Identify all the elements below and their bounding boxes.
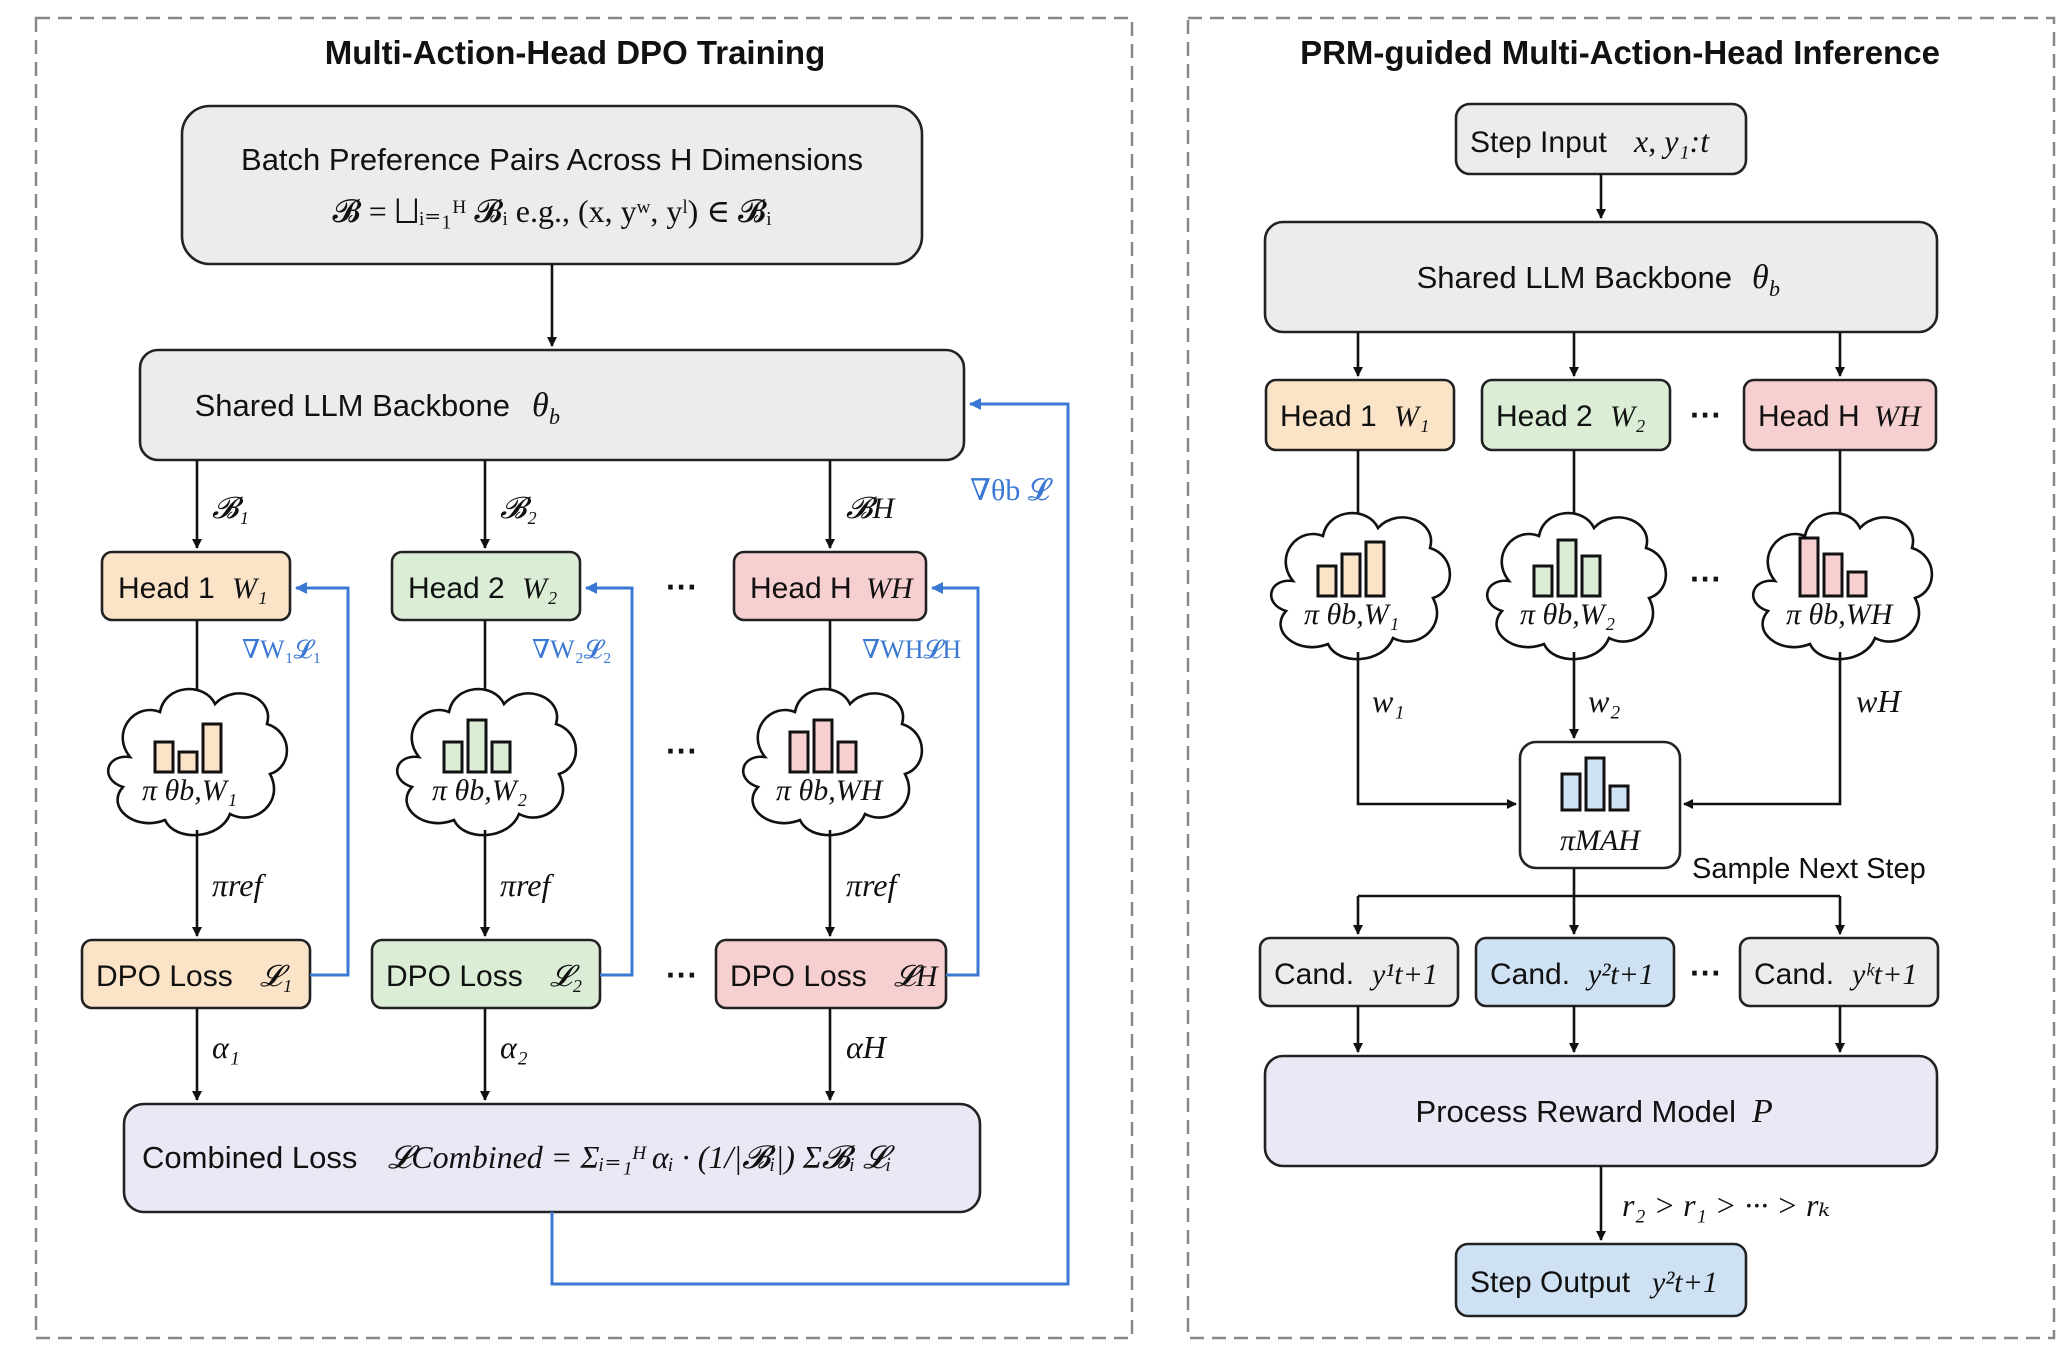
right-backbone-theta-sub: b xyxy=(1769,276,1780,301)
left-heads-ellipsis: ··· xyxy=(666,569,698,605)
mah-bar-2 xyxy=(1584,756,1606,812)
batch-1-label: 𝓑₁ xyxy=(212,492,249,525)
left-backbone-box xyxy=(138,348,966,462)
alpha-h: αH xyxy=(846,1029,888,1065)
candidate-2-label: Cand. xyxy=(1490,958,1570,991)
step-input-label: Step Input xyxy=(1470,126,1607,159)
sample-next-step-label: Sample Next Step xyxy=(1692,853,1926,885)
candidate-k-label: Cand. xyxy=(1754,958,1834,991)
left-backbone-theta: θ xyxy=(532,387,549,424)
right-head-1-w: W₁ xyxy=(1394,400,1429,433)
right-clouds-ellipsis: ··· xyxy=(1690,561,1722,597)
left-head-h-w: WH xyxy=(866,572,915,605)
weight-h: wH xyxy=(1856,683,1902,719)
right-head-1-label: Head 1 xyxy=(1280,400,1377,433)
prm-label: Process Reward Model xyxy=(1416,1094,1736,1129)
dpo-loss-2-label: DPO Loss xyxy=(386,960,523,993)
left-panel-title: Multi-Action-Head DPO Training xyxy=(325,34,826,71)
left-head-2-label: Head 2 xyxy=(408,572,505,605)
reward-ranking: r₂ > r₁ > ··· > rₖ xyxy=(1622,1187,1830,1223)
left-losses-ellipsis: ··· xyxy=(666,957,698,993)
pi-ref-2: πref xyxy=(500,867,555,903)
grad-path-head-h xyxy=(931,582,980,977)
batch-2-label: 𝓑₂ xyxy=(500,492,537,525)
left-panel-border xyxy=(34,16,1134,1340)
candidates-ellipsis: ··· xyxy=(1690,955,1722,991)
mah-bar-3 xyxy=(1608,784,1630,812)
grad-backbone-label: ∇θb 𝓛 xyxy=(970,474,1053,507)
pi-ref-1: πref xyxy=(212,867,267,903)
right-head-2-label: Head 2 xyxy=(1496,400,1593,433)
left-policy-2-label: π θb,W₂ xyxy=(432,774,527,807)
candidate-1-label: Cand. xyxy=(1274,958,1354,991)
right-head-h-label: Head H xyxy=(1758,400,1860,433)
left-backbone-theta-sub: b xyxy=(549,404,560,429)
left-head-2-w: W₂ xyxy=(522,572,557,605)
dpo-loss-1-label: DPO Loss xyxy=(96,960,233,993)
pi-ref-h: πref xyxy=(846,867,901,903)
right-head-2-w: W₂ xyxy=(1610,400,1645,433)
grad-path-head-1 xyxy=(295,582,350,977)
right-panel-title: PRM-guided Multi-Action-Head Inference xyxy=(1300,34,1940,71)
right-panel-border xyxy=(1186,16,2056,1340)
right-backbone-label: Shared LLM Backbone xyxy=(1417,260,1732,295)
step-output-sym: y²t+1 xyxy=(1649,1266,1718,1299)
combined-loss-formula: 𝓛Combined = Σᵢ₌₁ᴴ αᵢ · (1/|𝓑ᵢ|) Σ𝓑ᵢ 𝓛ᵢ xyxy=(388,1139,895,1175)
weight-1: w₁ xyxy=(1372,683,1404,719)
right-policy-1-label: π θb,W₁ xyxy=(1304,598,1399,631)
right-head-1-box xyxy=(1264,378,1456,452)
left-policy-cloud-2 xyxy=(395,687,578,837)
alpha-2: α₂ xyxy=(500,1029,528,1065)
candidate-2-sym: y²t+1 xyxy=(1585,958,1654,991)
right-policy-cloud-1 xyxy=(1269,511,1452,661)
batch-preference-box xyxy=(180,104,924,266)
grad-path-backbone xyxy=(550,398,1070,1286)
left-policy-cloud-1 xyxy=(106,687,289,837)
dpo-loss-h-label: DPO Loss xyxy=(730,960,867,993)
right-policy-cloud-2 xyxy=(1485,511,1668,661)
right-head-2-box xyxy=(1480,378,1672,452)
combined-loss-label: Combined Loss xyxy=(142,1140,357,1175)
dpo-loss-h-sym: 𝓛H xyxy=(894,960,940,993)
prm-sym: P xyxy=(1751,1093,1773,1130)
left-clouds-ellipsis: ··· xyxy=(666,733,698,769)
arrow-w1-mah xyxy=(1356,652,1517,809)
right-backbone-theta: θ xyxy=(1752,259,1769,296)
dpo-loss-2-sym: 𝓛₂ xyxy=(550,960,582,993)
right-policy-h-label: π θb,WH xyxy=(1786,598,1895,631)
left-policy-h-label: π θb,WH xyxy=(776,774,885,807)
arrow-wh-mah xyxy=(1683,652,1842,809)
mah-label: πMAH xyxy=(1560,824,1642,857)
left-backbone-label: Shared LLM Backbone xyxy=(195,388,510,423)
batch-formula: 𝓑 = ⨆ᵢ₌₁ᴴ 𝓑ᵢ e.g., (x, yʷ, yˡ) ∈ 𝓑ᵢ xyxy=(333,193,772,229)
right-policy-cloud-h xyxy=(1751,511,1934,661)
step-output-box xyxy=(1454,1242,1748,1318)
grad-head-1: ∇W₁𝓛₁ xyxy=(242,635,322,664)
batch-h-label: 𝓑H xyxy=(846,492,896,525)
candidate-k-sym: yᵏt+1 xyxy=(1849,958,1917,991)
grad-head-2: ∇W₂𝓛₂ xyxy=(532,635,612,664)
weight-2: w₂ xyxy=(1588,683,1620,719)
candidate-1-sym: y¹t+1 xyxy=(1369,958,1438,991)
left-head-1-label: Head 1 xyxy=(118,572,215,605)
step-input-sym: x, y₁:t xyxy=(1633,123,1710,159)
dpo-loss-1-sym: 𝓛₁ xyxy=(260,960,292,993)
right-heads-ellipsis: ··· xyxy=(1690,397,1722,433)
right-policy-2-label: π θb,W₂ xyxy=(1520,598,1615,631)
grad-path-head-2 xyxy=(585,582,634,977)
grad-head-h: ∇WH𝓛H xyxy=(862,635,961,664)
right-head-h-w: WH xyxy=(1874,400,1923,433)
left-policy-1-label: π θb,W₁ xyxy=(142,774,237,807)
batch-preference-label: Batch Preference Pairs Across H Dimensio… xyxy=(241,142,863,177)
right-backbone-box xyxy=(1263,220,1939,334)
left-head-1-w: W₁ xyxy=(232,572,267,605)
left-head-h-label: Head H xyxy=(750,572,852,605)
mah-bar-1 xyxy=(1560,772,1582,812)
left-policy-cloud-h xyxy=(741,687,924,837)
alpha-1: α₁ xyxy=(212,1029,240,1065)
step-output-label: Step Output xyxy=(1470,1266,1631,1299)
